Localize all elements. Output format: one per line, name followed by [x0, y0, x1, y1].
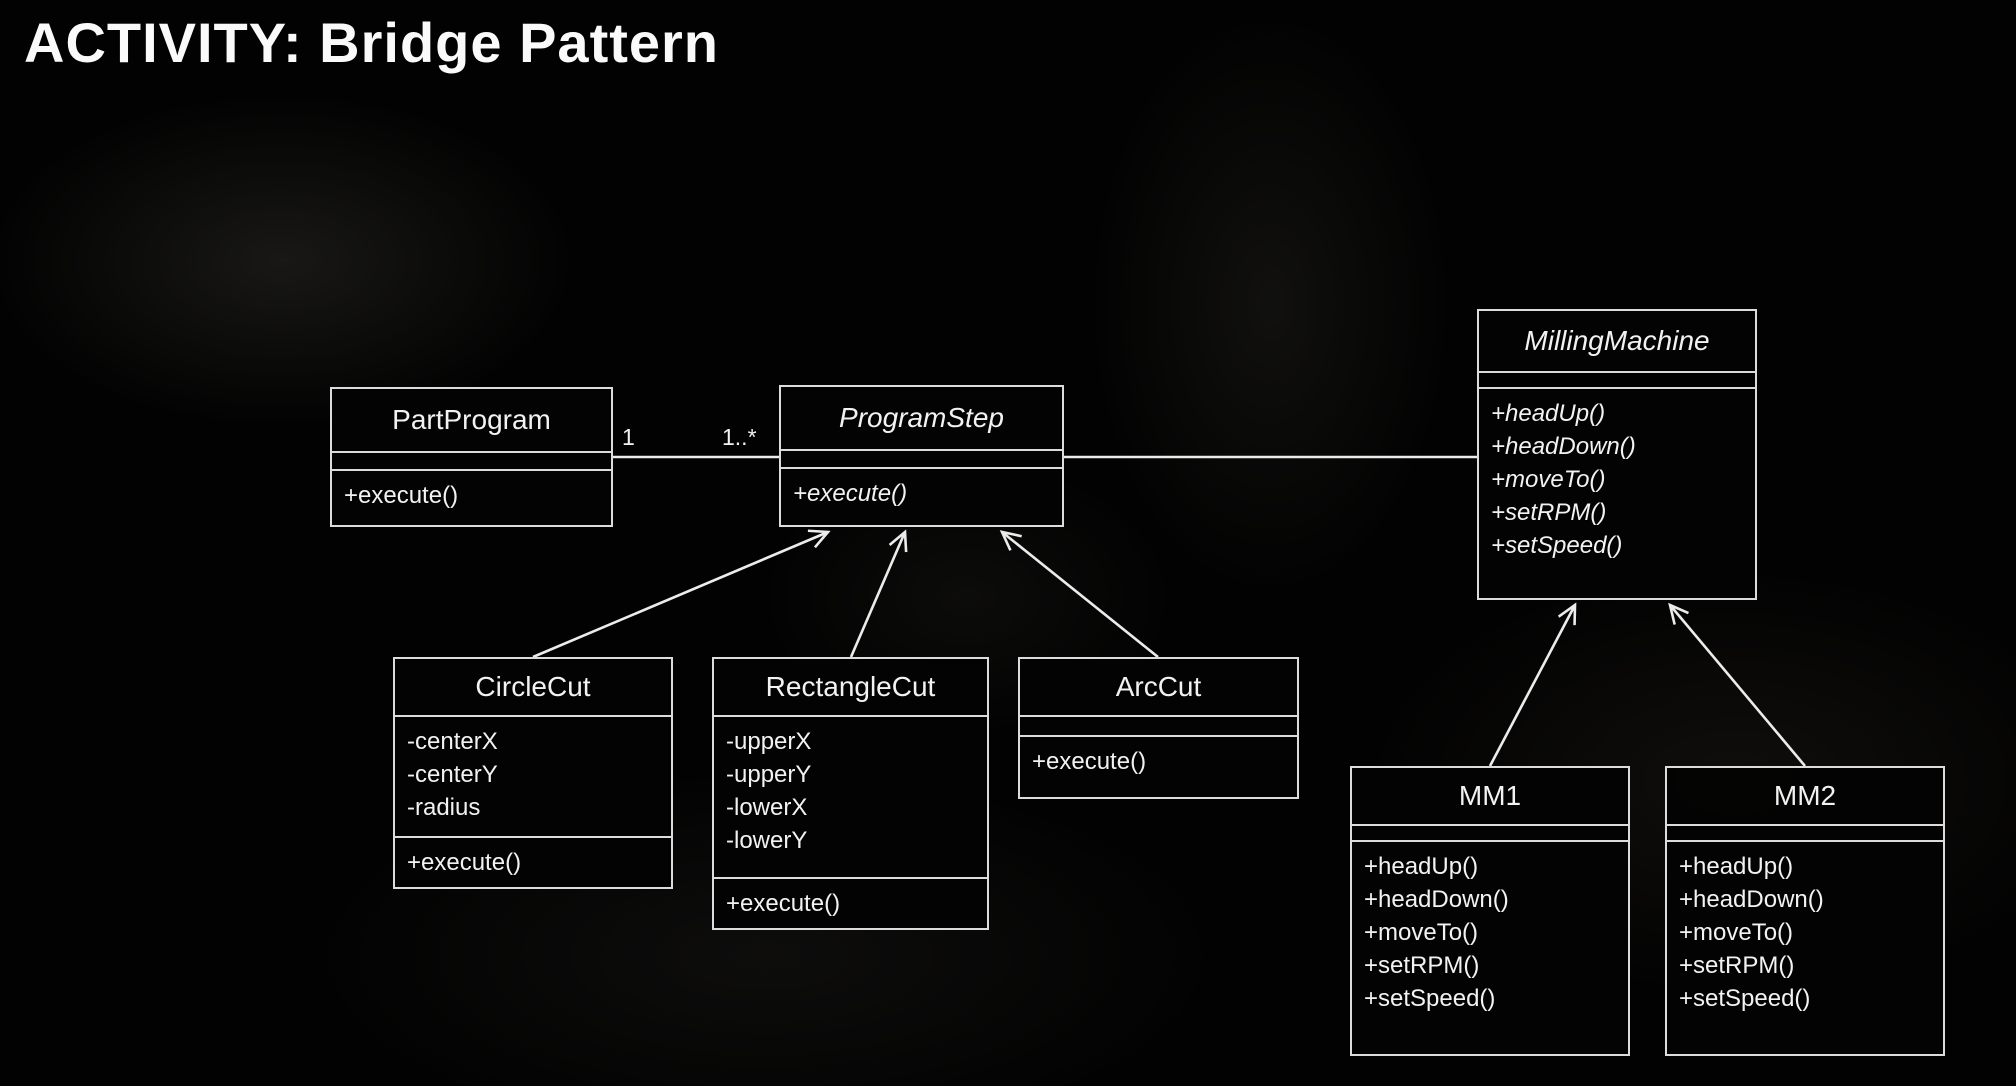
method: +setSpeed() — [1679, 985, 1811, 1012]
attribute: -centerX — [407, 728, 498, 755]
attributes-compartment — [781, 451, 1062, 469]
generalization-mm1-millingmachine — [1488, 602, 1577, 767]
methods-compartment: +execute() — [332, 471, 611, 525]
class-mm2: MM2 +headUp() +headDown() +moveTo() +set… — [1665, 766, 1945, 1056]
attribute: -lowerX — [726, 794, 808, 821]
attribute: -upperX — [726, 728, 812, 755]
slide-title: ACTIVITY: Bridge Pattern — [24, 11, 720, 74]
methods-compartment: +headUp() +headDown() +moveTo() +setRPM(… — [1667, 842, 1943, 1054]
generalization-arccut-programstep — [999, 530, 1159, 659]
attributes-compartment — [332, 453, 611, 471]
method: +moveTo() — [1364, 919, 1479, 946]
class-name: RectangleCut — [714, 659, 987, 717]
method: +moveTo() — [1679, 919, 1794, 946]
attribute: -upperY — [726, 761, 812, 788]
class-arccut: ArcCut +execute() — [1018, 657, 1299, 799]
attribute: -centerY — [407, 761, 498, 788]
class-name: MillingMachine — [1479, 311, 1755, 373]
multiplicity-left: 1 — [622, 424, 635, 450]
methods-compartment: +execute() — [395, 838, 671, 887]
attribute: -radius — [407, 794, 481, 821]
methods-compartment: +headUp() +headDown() +moveTo() +setRPM(… — [1352, 842, 1628, 1054]
method: +headUp() — [1679, 853, 1794, 880]
method: +execute() — [407, 849, 522, 876]
class-name: CircleCut — [395, 659, 671, 717]
attributes-compartment: -upperX -upperY -lowerX -lowerY — [714, 717, 987, 879]
class-programstep: ProgramStep +execute() — [779, 385, 1064, 527]
method: +headDown() — [1364, 886, 1509, 913]
method: +setSpeed() — [1491, 532, 1623, 559]
generalization-circlecut-programstep — [532, 529, 831, 659]
method: +headDown() — [1491, 433, 1636, 460]
class-circlecut: CircleCut -centerX -centerY -radius +exe… — [393, 657, 673, 889]
method: +moveTo() — [1491, 466, 1606, 493]
methods-compartment: +headUp() +headDown() +moveTo() +setRPM(… — [1479, 389, 1755, 598]
attributes-compartment: -centerX -centerY -radius — [395, 717, 671, 838]
generalization-mm2-millingmachine — [1668, 602, 1806, 767]
class-name: ProgramStep — [781, 387, 1062, 451]
attributes-compartment — [1020, 717, 1297, 737]
class-name: MM2 — [1667, 768, 1943, 826]
method: +headUp() — [1364, 853, 1479, 880]
method: +execute() — [1032, 748, 1147, 775]
attributes-compartment — [1352, 826, 1628, 842]
class-partprogram: PartProgram +execute() — [330, 387, 613, 527]
method: +headDown() — [1679, 886, 1824, 913]
method: +headUp() — [1491, 400, 1606, 427]
method: +setRPM() — [1364, 952, 1480, 979]
class-name: PartProgram — [332, 389, 611, 453]
class-rectanglecut: RectangleCut -upperX -upperY -lowerX -lo… — [712, 657, 989, 930]
method: +execute() — [726, 890, 841, 917]
methods-compartment: +execute() — [714, 879, 987, 928]
method: +setSpeed() — [1364, 985, 1496, 1012]
attributes-compartment — [1667, 826, 1943, 842]
method: +setRPM() — [1679, 952, 1795, 979]
class-millingmachine: MillingMachine +headUp() +headDown() +mo… — [1477, 309, 1757, 600]
methods-compartment: +execute() — [781, 469, 1062, 525]
generalization-rectanglecut-programstep — [849, 529, 908, 658]
attribute: -lowerY — [726, 827, 808, 854]
class-name: MM1 — [1352, 768, 1628, 826]
attributes-compartment — [1479, 373, 1755, 389]
class-name: ArcCut — [1020, 659, 1297, 717]
multiplicity-right: 1..* — [722, 424, 757, 450]
class-mm1: MM1 +headUp() +headDown() +moveTo() +set… — [1350, 766, 1630, 1056]
methods-compartment: +execute() — [1020, 737, 1297, 797]
method: +execute() — [344, 482, 459, 509]
method: +execute() — [793, 480, 908, 507]
method: +setRPM() — [1491, 499, 1607, 526]
